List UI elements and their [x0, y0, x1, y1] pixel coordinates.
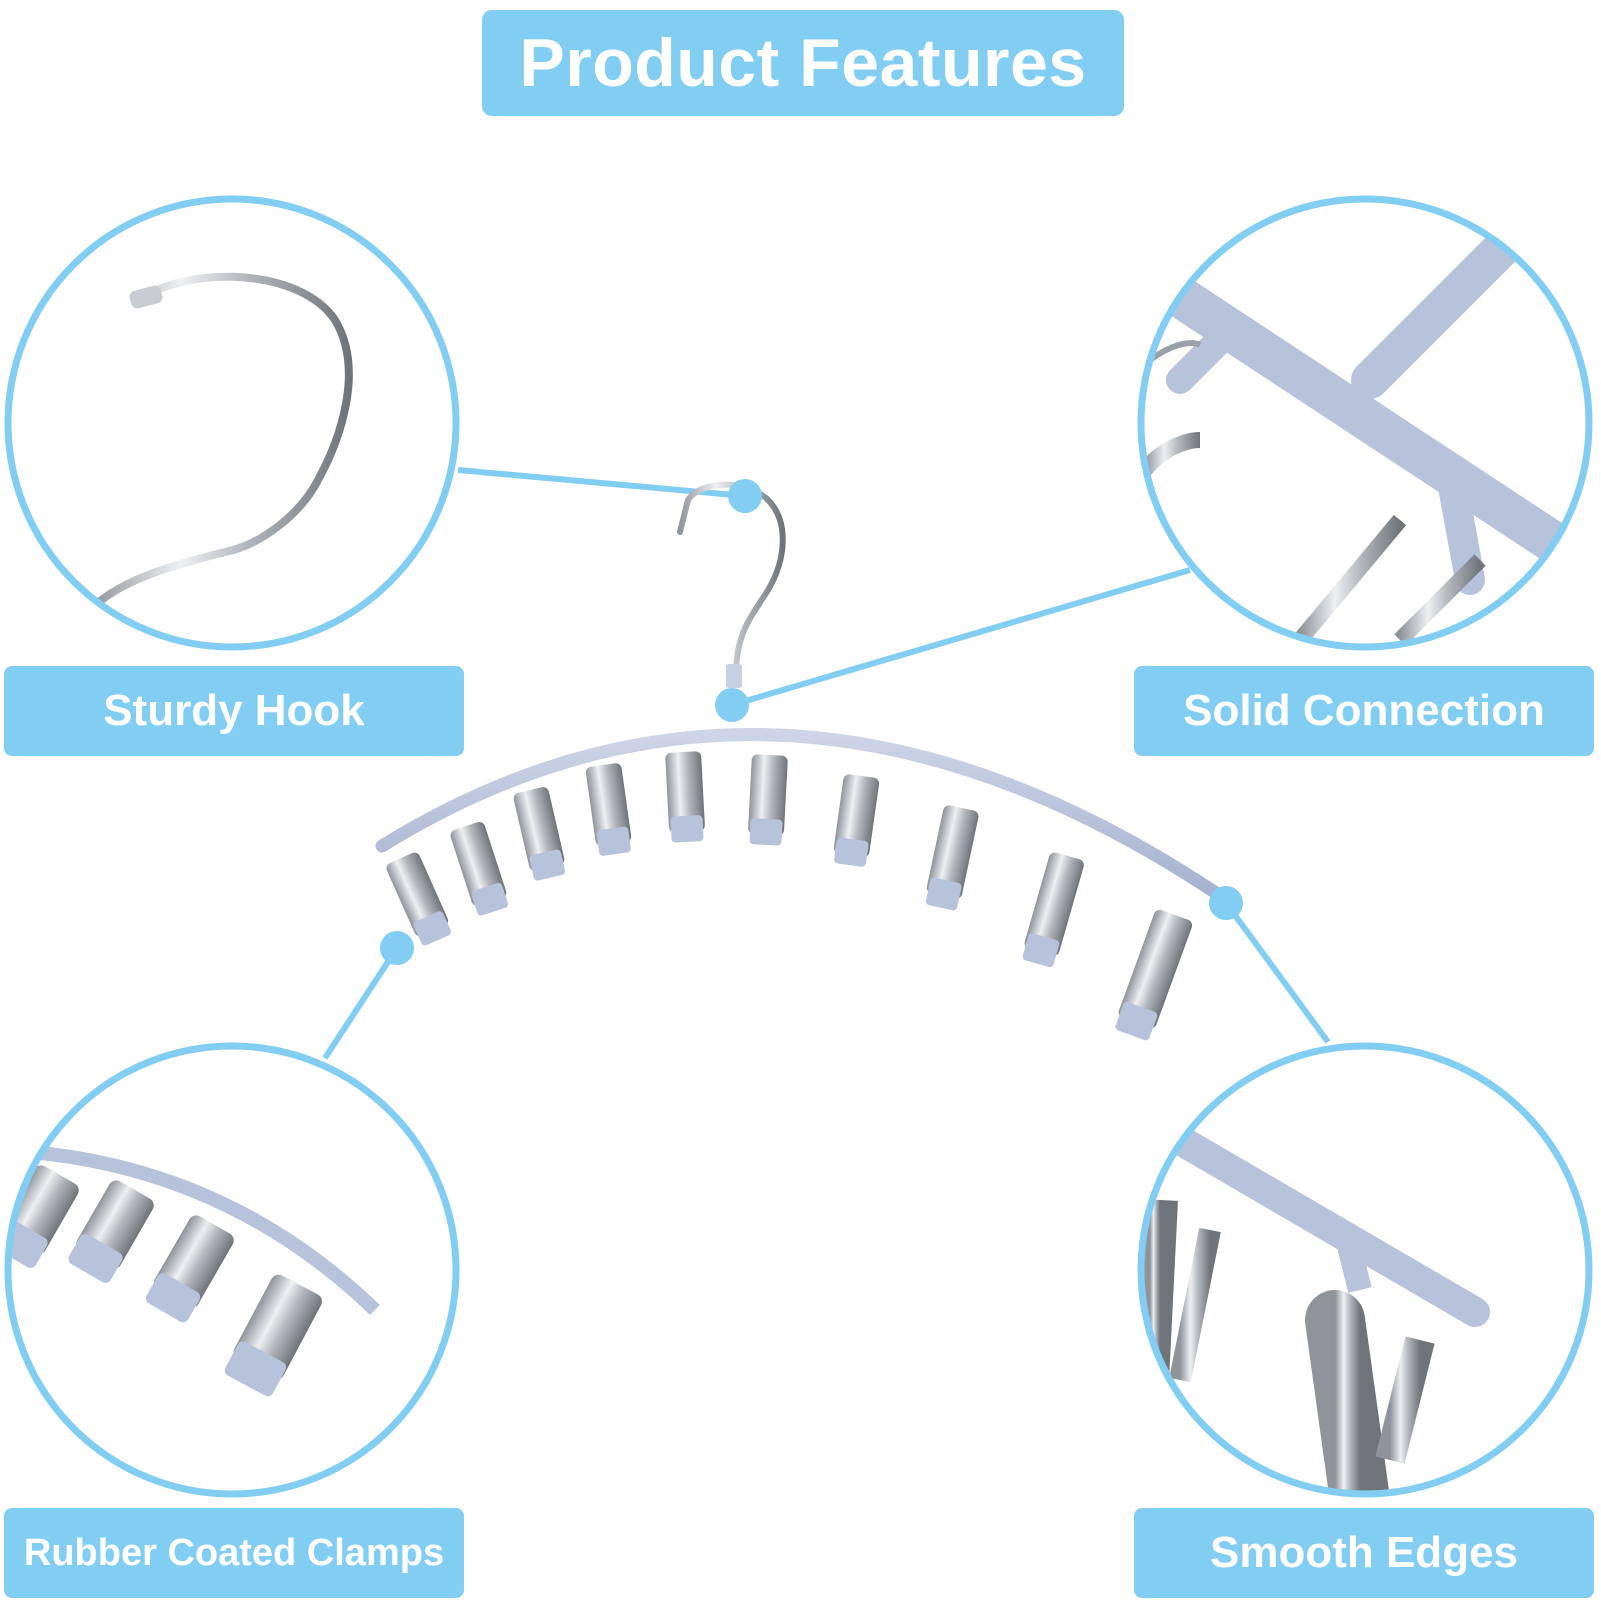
connector-lines	[322, 467, 1331, 1060]
dot-connection	[715, 688, 749, 722]
clip-8	[925, 805, 979, 911]
clip-7	[833, 774, 880, 867]
title-banner: Product Features	[482, 10, 1124, 116]
feature-label-connection: Solid Connection	[1134, 666, 1594, 756]
clip-3	[513, 787, 566, 881]
clip-1	[386, 852, 451, 946]
connector-clamps	[322, 946, 400, 1060]
clip-5	[665, 751, 705, 843]
clip-9	[1022, 852, 1084, 968]
hanger-arc	[375, 728, 1229, 904]
clip-4	[585, 763, 632, 856]
dot-edges	[1209, 886, 1243, 920]
feature-label-hook: Sturdy Hook	[4, 666, 464, 756]
edge-detail	[1137, 1042, 1593, 1498]
hook-detail	[4, 195, 460, 651]
hanger	[375, 481, 1229, 1041]
clip-2	[450, 821, 508, 916]
hanger-hook-wire	[677, 481, 786, 671]
connector-connection	[731, 567, 1191, 708]
clamp-detail	[4, 1042, 460, 1498]
feature-label-clamps: Rubber Coated Clamps	[4, 1508, 464, 1598]
connector-dots	[380, 479, 1243, 965]
dot-clamps	[380, 931, 414, 965]
hook-icon	[86, 272, 353, 614]
feature-label-edges: Smooth Edges	[1134, 1508, 1594, 1598]
dot-hook	[728, 479, 762, 513]
clips	[386, 751, 1193, 1041]
clip-6	[748, 754, 788, 846]
feature-connection-text: Solid Connection	[1183, 686, 1545, 735]
connector-edges	[1223, 901, 1331, 1044]
clip-10	[1115, 909, 1193, 1041]
feature-hook-text: Sturdy Hook	[103, 686, 365, 735]
hook-collar	[726, 664, 742, 688]
feature-clamps-text: Rubber Coated Clamps	[23, 1531, 445, 1574]
feature-edges-text: Smooth Edges	[1209, 1528, 1519, 1577]
page-title: Product Features	[519, 25, 1087, 101]
connection-detail	[1137, 195, 1593, 651]
